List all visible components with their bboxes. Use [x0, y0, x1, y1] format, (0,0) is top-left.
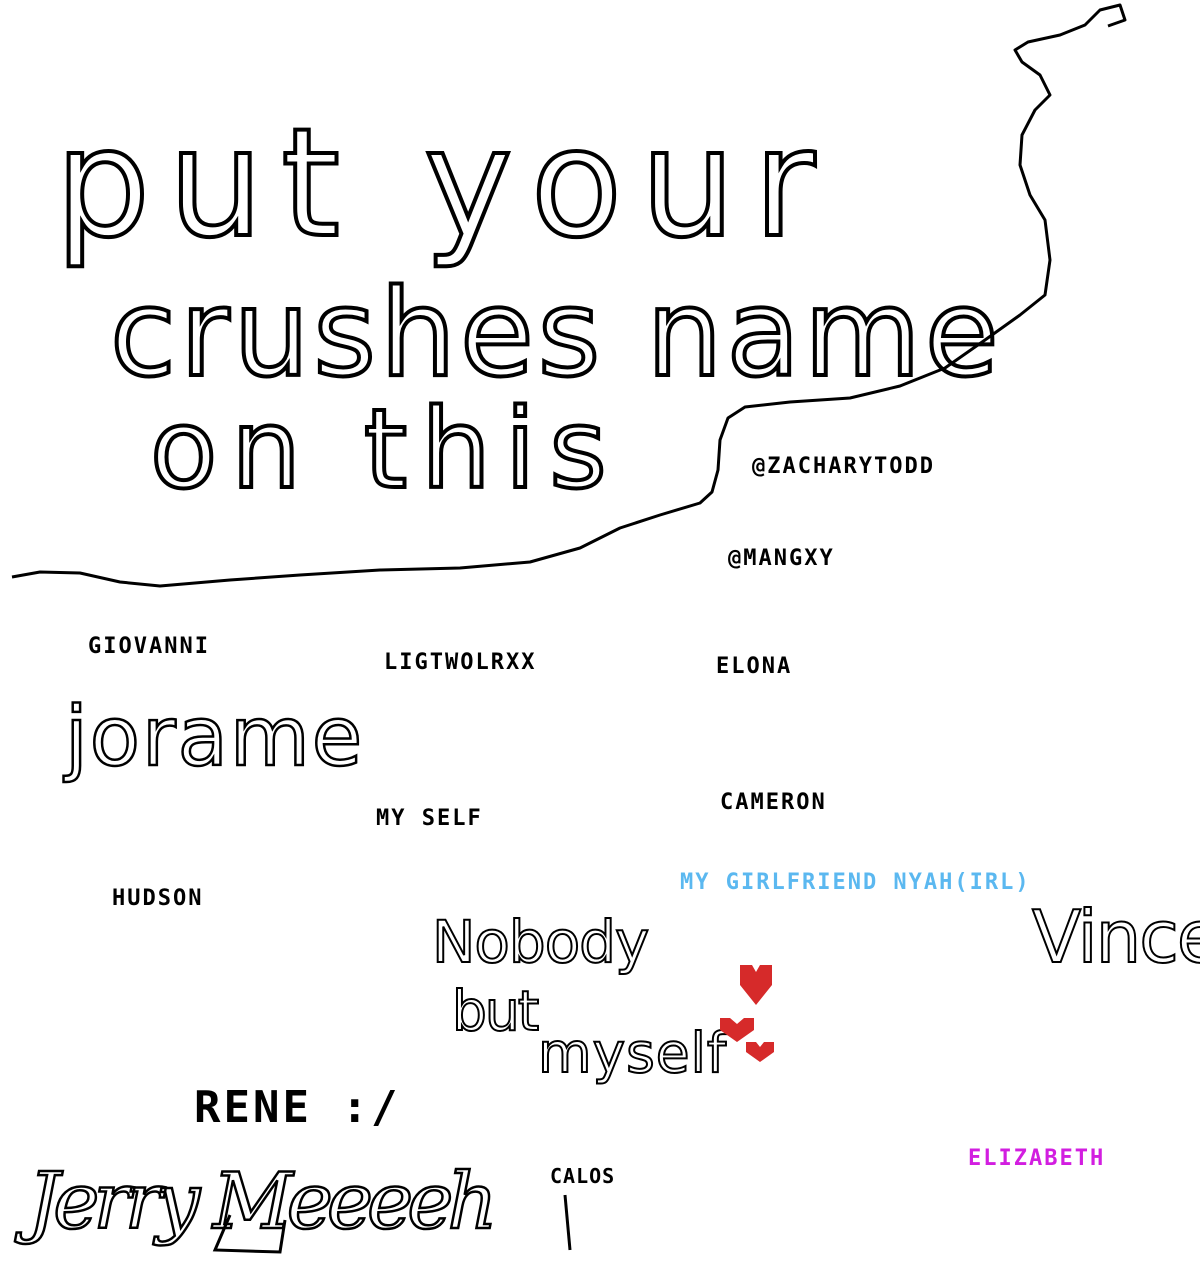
- entry-nobody-line-2: but: [452, 979, 539, 1043]
- entry-rene: RENE :/: [194, 1082, 401, 1133]
- entry-zacharytodd: @ZACHARYTODD: [752, 454, 935, 479]
- signature-mark: CALOS: [550, 1164, 616, 1188]
- entry-cameron: CAMERON: [720, 790, 827, 815]
- entry-hudson: HUDSON: [112, 886, 204, 911]
- entry-nobody-line-1: Nobody: [432, 908, 648, 976]
- entry-nobody-line-3: myself: [538, 1021, 728, 1085]
- signature-tail: [563, 1194, 572, 1251]
- entry-jorame: jorame: [63, 690, 364, 785]
- entry-girlfriend: MY GIRLFRIEND NYAH(IRL): [680, 870, 1031, 895]
- divider-scribble: [11, 3, 1127, 588]
- entry-signature: Jerry Meeeeh: [14, 1157, 492, 1247]
- signature-underline: [212, 1214, 287, 1254]
- entry-vincent: Vincen: [1032, 895, 1200, 979]
- heading-line-2: crushes name: [110, 265, 1003, 404]
- heading-line-3: on this: [150, 385, 621, 513]
- entry-elizabeth: ELIZABETH: [968, 1146, 1106, 1171]
- hearts-icon: [720, 965, 774, 1062]
- heading-line-1: put your: [55, 97, 833, 271]
- entry-myself: MY SELF: [376, 806, 483, 831]
- entry-ligtwolrxx: LIGTWOLRXX: [384, 650, 537, 675]
- entry-elona: ELONA: [716, 654, 793, 679]
- entry-mangxy: @MANGXY: [728, 546, 835, 571]
- entry-giovanni: GIOVANNI: [88, 634, 210, 659]
